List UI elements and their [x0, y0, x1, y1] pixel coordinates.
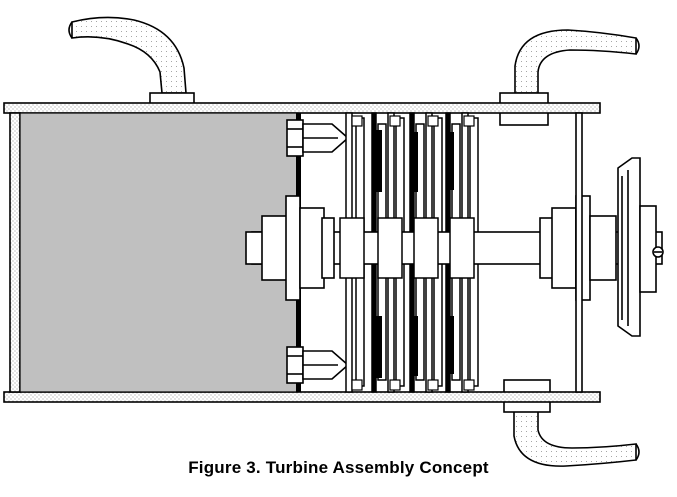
nozzle-bottom	[286, 346, 350, 384]
figure-caption: Figure 3. Turbine Assembly Concept	[188, 458, 489, 477]
end-plate	[575, 112, 583, 393]
drain-pipe-lower-right	[513, 409, 640, 467]
nozzle-top	[286, 119, 350, 157]
seal-brackets	[351, 115, 475, 391]
outlet-pipe-upper-right	[514, 29, 640, 94]
pulley	[617, 157, 664, 337]
turbine-blades	[374, 130, 454, 378]
inlet-pipe-upper-left	[68, 16, 187, 94]
housing-walls	[3, 102, 601, 403]
rotor-hubs	[339, 217, 475, 279]
left-bearing	[245, 195, 335, 301]
